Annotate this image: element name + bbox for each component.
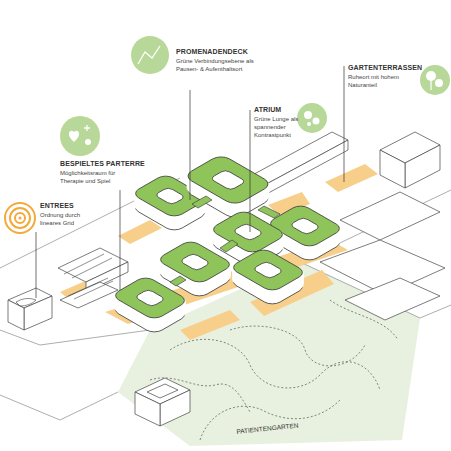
path-area xyxy=(118,220,162,244)
icon-ring xyxy=(5,203,35,233)
icon-symbol xyxy=(307,122,311,126)
leader-line xyxy=(36,232,37,298)
garden-icon xyxy=(420,65,450,95)
entrees-icon xyxy=(5,203,35,233)
green-roof xyxy=(111,276,189,321)
green-roof xyxy=(229,248,307,293)
garden-path xyxy=(230,326,365,366)
ground-line xyxy=(0,392,118,420)
callout-heading: BESPIELTES PARTERRE xyxy=(60,160,145,167)
context-building xyxy=(147,384,178,398)
atrium-icon xyxy=(297,103,327,133)
context-building xyxy=(405,145,440,188)
callout-text: Grüne Verbindungsebene als Pausen- & Auf… xyxy=(176,58,254,74)
stair-line xyxy=(68,278,108,296)
building xyxy=(111,276,189,335)
stair-lines xyxy=(16,254,113,306)
leader-line xyxy=(190,90,191,200)
icon-circle xyxy=(60,116,100,156)
icon-symbol xyxy=(426,71,436,81)
context-building xyxy=(8,300,24,330)
callout-text: Ruheort mit hohem Naturanteil xyxy=(348,74,410,90)
deck-links xyxy=(170,196,280,286)
callout-text: Ordnung durch lineares Grid xyxy=(40,212,92,228)
callout-heading: GARTENTERRASSEN xyxy=(348,64,422,71)
context-building xyxy=(24,296,52,330)
green-roof xyxy=(183,154,273,206)
parterre-icon xyxy=(60,116,100,156)
icon-ring xyxy=(10,208,30,228)
ground-line xyxy=(0,330,150,345)
icon-symbol xyxy=(430,80,431,90)
icon-circle xyxy=(420,65,450,95)
icon-symbol xyxy=(138,46,160,64)
context-building xyxy=(135,392,160,426)
stair-line xyxy=(74,281,113,299)
context-building xyxy=(340,192,440,240)
ground-line xyxy=(420,305,451,318)
garden-path xyxy=(170,339,380,390)
callout-text: Grüne Lunge als spannender Kontrastpunkt xyxy=(254,116,300,139)
callout-heading: ENTREES xyxy=(40,202,74,209)
deck-link xyxy=(192,196,212,208)
icon-symbol xyxy=(304,111,312,119)
icon-circle xyxy=(297,103,327,133)
stair-line xyxy=(72,258,112,278)
promenade-icon xyxy=(131,36,169,74)
entrance-symbol xyxy=(16,298,36,306)
leader-line xyxy=(120,190,121,290)
icon-symbol xyxy=(85,139,91,145)
context-building xyxy=(60,282,118,308)
stair-line xyxy=(64,254,104,274)
deck-link xyxy=(220,240,238,252)
garden-paths xyxy=(150,300,398,440)
leader-line xyxy=(250,110,251,232)
context-building xyxy=(380,150,405,188)
area-label: PATIENTENGARTEN xyxy=(236,421,299,434)
context-building xyxy=(345,278,440,320)
icon-symbol xyxy=(313,118,320,125)
icon-ring xyxy=(19,217,22,220)
leader-lines xyxy=(36,66,344,298)
icon-ring xyxy=(15,213,25,223)
garden-path xyxy=(200,400,340,440)
deck-link xyxy=(258,206,280,218)
deck-link xyxy=(170,276,186,286)
icon-symbol xyxy=(84,125,90,131)
callout-heading: ATRIUM xyxy=(254,106,281,113)
context-buildings xyxy=(8,132,445,426)
icon-symbol xyxy=(69,131,79,142)
leader-line xyxy=(344,66,345,182)
path-area xyxy=(180,310,240,340)
building xyxy=(229,248,307,307)
callout-text: Möglichkeitsraum für Therapie und Spiel xyxy=(60,170,132,186)
icon-symbol xyxy=(435,79,443,87)
callout-heading: PROMENADENDECK xyxy=(176,48,248,55)
path-area xyxy=(325,164,378,192)
icon-circle xyxy=(131,36,169,74)
